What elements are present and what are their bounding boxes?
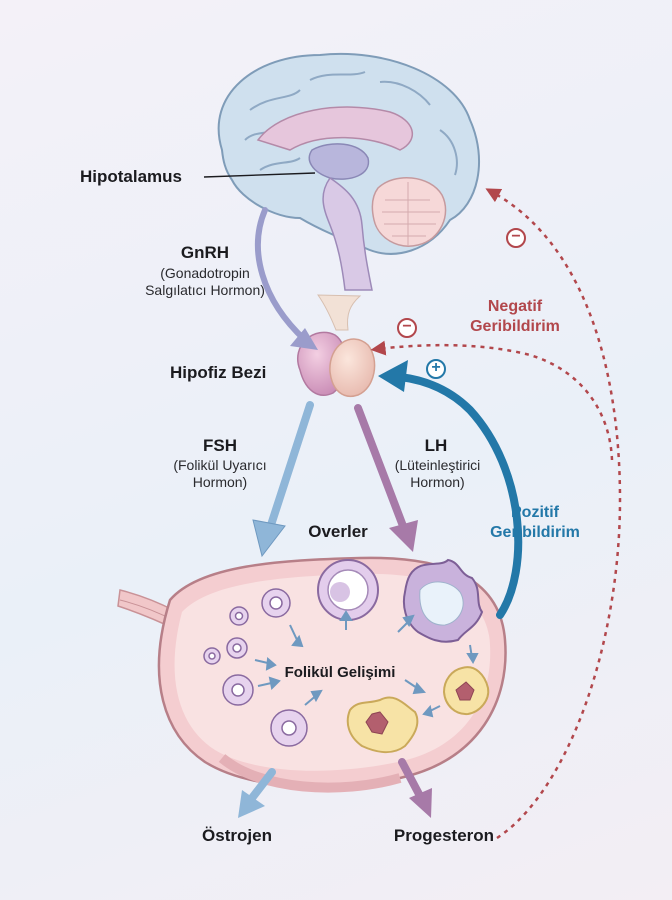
negative-feedback-label-line1: Negatif — [487, 298, 543, 315]
positive-feedback-label-line2: Geribildirim — [490, 524, 580, 541]
fsh-arrow — [252, 401, 314, 558]
negative-feedback-arrows — [370, 188, 622, 840]
lh-label: LH — [424, 436, 448, 455]
pituitary-label: Hipofiz Bezi — [170, 363, 267, 382]
minus-icon-top: − — [511, 228, 521, 245]
pituitary-gland — [297, 331, 376, 397]
follicle-development-label: Folikül Gelişimi — [284, 664, 396, 681]
positive-feedback-label-line1: Pozitif — [511, 504, 559, 521]
lh-full-line2: Hormon) — [410, 474, 465, 490]
thalamus — [308, 143, 370, 180]
brainstem — [322, 176, 373, 291]
hypothalamus-pointer — [203, 172, 316, 178]
progesterone-arrow — [398, 758, 432, 818]
brain-illustration — [203, 53, 481, 331]
ovulating-follicle — [402, 558, 484, 643]
gnrh-full-line2: Salgılatıcı Hormon) — [145, 282, 265, 298]
development-arrows — [254, 610, 479, 718]
negative-feedback-label-line2: Geribildirim — [470, 318, 560, 335]
ovary-illustration — [117, 556, 507, 793]
gnrh-label: GnRH — [180, 243, 230, 262]
primordial-follicles — [203, 588, 308, 747]
minus-icon-pituitary: − — [402, 318, 412, 335]
gnrh-arrow — [255, 207, 318, 350]
gnrh-full-line1: (Gonadotropin — [160, 265, 250, 281]
plus-icon: + — [431, 359, 441, 376]
progesterone-label: Progesteron — [393, 826, 495, 845]
lh-arrow — [354, 404, 418, 552]
estrogen-arrow — [238, 768, 276, 818]
secondary-follicle — [317, 559, 379, 621]
fsh-full-line1: (Folikül Uyarıcı — [173, 457, 267, 473]
lh-full-line1: (Lüteinleştirici — [394, 457, 481, 473]
pituitary-stalk — [317, 294, 362, 331]
corpus-luteum-large — [346, 696, 419, 753]
corpus-callosum — [256, 106, 414, 151]
corpus-luteum-small — [442, 666, 490, 716]
cerebellum — [371, 177, 447, 247]
estrogen-label: Östrojen — [202, 826, 272, 845]
ovaries-label: Overler — [308, 522, 368, 541]
fsh-full-line2: Hormon) — [192, 474, 248, 490]
hypothalamus-label: Hipotalamus — [80, 167, 183, 186]
positive-feedback-arrow — [378, 359, 523, 619]
brain-gyri — [244, 71, 458, 176]
fsh-label: FSH — [203, 436, 237, 455]
